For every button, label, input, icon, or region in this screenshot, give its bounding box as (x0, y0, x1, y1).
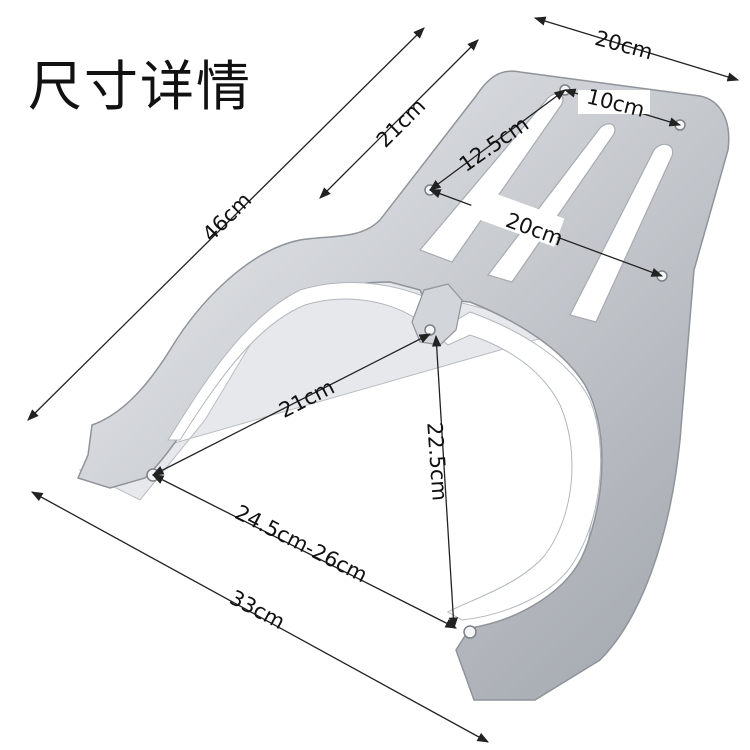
backdrop-10cm (578, 90, 650, 114)
luggage-rack-image (76, 70, 730, 701)
label-bottom-width: 33cm (226, 585, 289, 634)
label-backdrops (467, 90, 650, 247)
label-center-to-rear: 22.5cm (422, 421, 451, 501)
bolt-hole-center (424, 324, 436, 336)
dim-line-top-width (533, 16, 740, 82)
bolt-hole-rear (463, 625, 477, 639)
dim-line-bolt-diagonal (429, 89, 566, 191)
backdrop-20cm-mid (467, 187, 565, 247)
dim-line-upper-length (319, 39, 479, 199)
label-upper-length: 21cm (372, 94, 431, 153)
dimension-lines (27, 16, 740, 743)
label-overall-length: 46cm (198, 188, 257, 247)
dim-line-mount-to-center (151, 333, 432, 476)
label-top-width: 20cm (592, 26, 655, 64)
rack-frame (76, 70, 730, 701)
label-mount-spread: 24.5cm-26cm (231, 500, 371, 587)
dim-line-bottom-width (30, 491, 490, 743)
